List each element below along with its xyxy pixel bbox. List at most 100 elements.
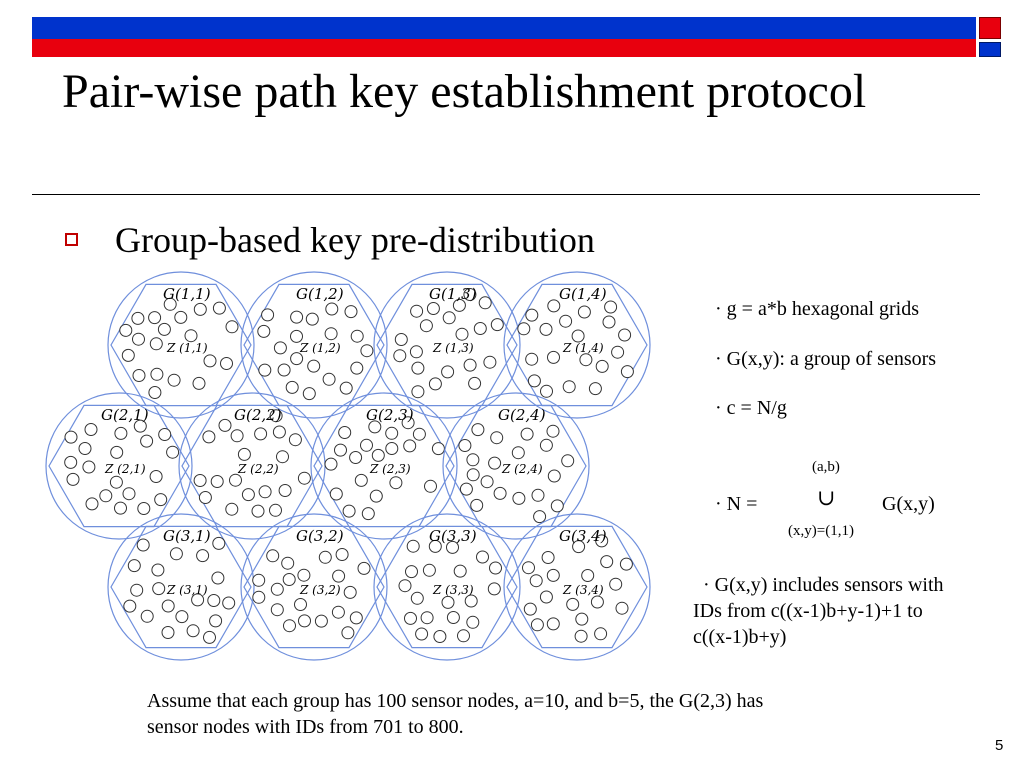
group-cell: G(2,4)Z (2,4) xyxy=(442,392,590,540)
sensor-node xyxy=(258,485,272,499)
sensor-node xyxy=(163,297,177,311)
sensor-node xyxy=(488,456,502,470)
sensor-node xyxy=(420,611,434,625)
footer-line-1: Assume that each group has 100 sensor no… xyxy=(147,690,764,712)
group-boundary-circle xyxy=(45,392,193,540)
sensor-node xyxy=(283,619,296,633)
sensor-node xyxy=(270,603,284,617)
sensor-node xyxy=(339,381,353,395)
sensor-node xyxy=(302,387,316,401)
note-group: · G(x,y): a group of sensors xyxy=(715,348,937,370)
sensor-node xyxy=(433,630,447,643)
sensor-node xyxy=(140,609,154,623)
sensor-node xyxy=(307,359,321,373)
sensor-node xyxy=(571,329,585,343)
sensor-node xyxy=(342,504,356,518)
sensor-node xyxy=(350,329,364,343)
zone-label: Z (2,4) xyxy=(501,462,543,476)
sensor-node xyxy=(611,345,625,359)
sensor-node xyxy=(324,457,338,471)
sensor-node xyxy=(332,569,346,583)
group-hexagon xyxy=(376,525,518,649)
sensor-node xyxy=(211,571,225,585)
group-cell: G(3,1)Z (3,1) xyxy=(107,513,255,661)
group-cell: G(2,1)Z (2,1) xyxy=(45,392,193,540)
group-label: G(3,2) xyxy=(296,527,344,545)
sensor-node xyxy=(196,549,210,563)
note-ids-line1: · G(x,y) includes sensors with xyxy=(703,574,944,596)
hexagonal-grid-diagram: G(1,1)Z (1,1)G(1,2)Z (1,2)G(1,3)Z (1,3)G… xyxy=(45,271,651,661)
group-boundary-circle xyxy=(373,271,521,419)
note-c: · c = N/g xyxy=(715,397,787,419)
union-lower-bound: (x,y)=(1,1) xyxy=(788,523,854,539)
sensor-node xyxy=(487,582,501,596)
sensor-node xyxy=(452,298,466,312)
sensor-node xyxy=(276,450,289,464)
group-label: G(3,4) xyxy=(559,527,607,545)
sensor-node xyxy=(523,602,537,616)
sensor-node xyxy=(161,599,175,613)
sensor-node xyxy=(281,556,295,570)
sensor-node xyxy=(446,611,460,624)
corner-square-red xyxy=(979,17,1001,39)
sensor-node xyxy=(131,311,145,325)
sensor-node xyxy=(525,352,539,366)
sensor-node xyxy=(520,427,534,441)
sensor-node xyxy=(192,376,206,390)
sensor-node xyxy=(329,487,343,501)
sensor-node xyxy=(490,431,504,445)
sensor-node xyxy=(331,605,345,619)
sensor-node xyxy=(539,590,553,604)
sensor-node xyxy=(385,442,399,455)
group-boundary-circle xyxy=(310,392,458,540)
title-divider xyxy=(32,194,980,195)
sensor-node xyxy=(114,501,127,515)
sensor-node xyxy=(137,502,151,515)
sensor-node xyxy=(360,344,374,358)
group-cell: G(1,1)Z (1,1) xyxy=(107,271,255,419)
zone-label: Z (1,2) xyxy=(299,341,341,355)
footer-assumption: Assume that each group has 100 sensor no… xyxy=(147,688,947,740)
sensor-node xyxy=(595,534,609,548)
group-boundary-circle xyxy=(107,513,255,661)
sensor-node xyxy=(424,479,437,493)
sensor-node xyxy=(158,428,172,441)
sensor-node xyxy=(269,503,282,517)
sensor-node xyxy=(441,595,455,609)
sensor-node xyxy=(466,468,480,482)
sensor-node xyxy=(272,425,286,439)
sensor-node xyxy=(161,626,175,639)
group-cell: G(3,3)Z (3,3) xyxy=(373,513,521,661)
sensor-node xyxy=(148,311,162,325)
sensor-node xyxy=(522,561,535,575)
zone-label: Z (3,2) xyxy=(299,583,341,597)
group-label: G(1,4) xyxy=(559,285,607,303)
sensor-node xyxy=(184,329,198,343)
sensor-node xyxy=(561,454,575,468)
sensor-node xyxy=(398,579,412,593)
sensor-node xyxy=(167,373,181,387)
sensor-node xyxy=(132,332,145,346)
sensor-node xyxy=(540,384,553,398)
sensor-node xyxy=(470,498,484,512)
sensor-node xyxy=(442,311,456,325)
sensor-node xyxy=(78,442,92,455)
note-n-prefix: · N = xyxy=(715,493,758,515)
sensor-node xyxy=(290,329,303,343)
sensor-node xyxy=(527,374,541,388)
zone-label: Z (1,4) xyxy=(562,341,604,355)
sensor-node xyxy=(559,314,573,328)
sensor-node xyxy=(169,547,183,561)
sensor-node xyxy=(574,629,588,643)
sensor-node xyxy=(191,593,205,607)
sensor-node xyxy=(114,426,128,440)
sensor-node xyxy=(405,565,418,579)
sensor-node xyxy=(422,563,436,577)
sensor-node xyxy=(218,418,232,432)
note-grids: · g = a*b hexagonal grids xyxy=(715,298,920,320)
header-bar-red xyxy=(32,39,976,57)
sensor-node xyxy=(64,430,78,444)
note-ids-line2: IDs from c((x-1)b+y-1)+1 to xyxy=(693,600,923,622)
sensor-node xyxy=(546,617,560,631)
sensor-node xyxy=(257,324,271,338)
